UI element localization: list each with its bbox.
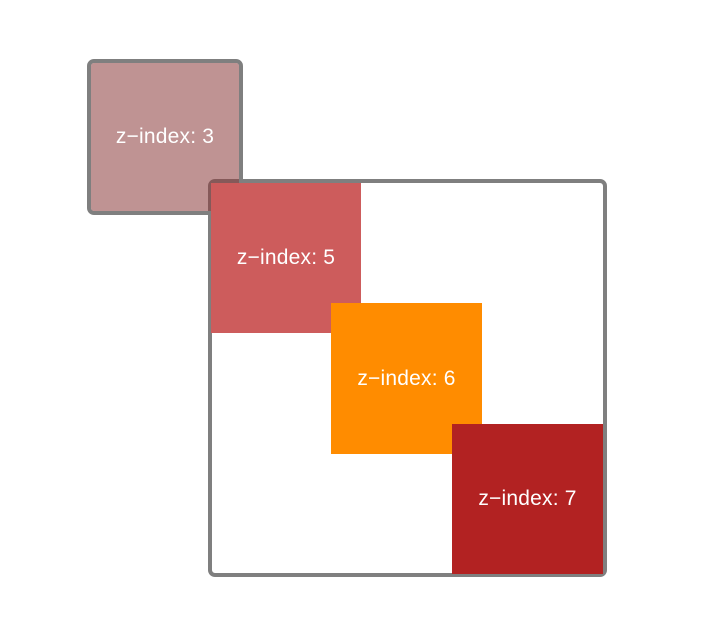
z-index-7-box: z−index: 7 (452, 424, 603, 574)
z-index-6-label: z−index: 6 (357, 366, 456, 390)
z-index-5-label: z−index: 5 (236, 246, 336, 269)
z-index-7-label: z−index: 7 (478, 487, 577, 510)
z-index-3-label: z−index: 3 (115, 125, 215, 148)
